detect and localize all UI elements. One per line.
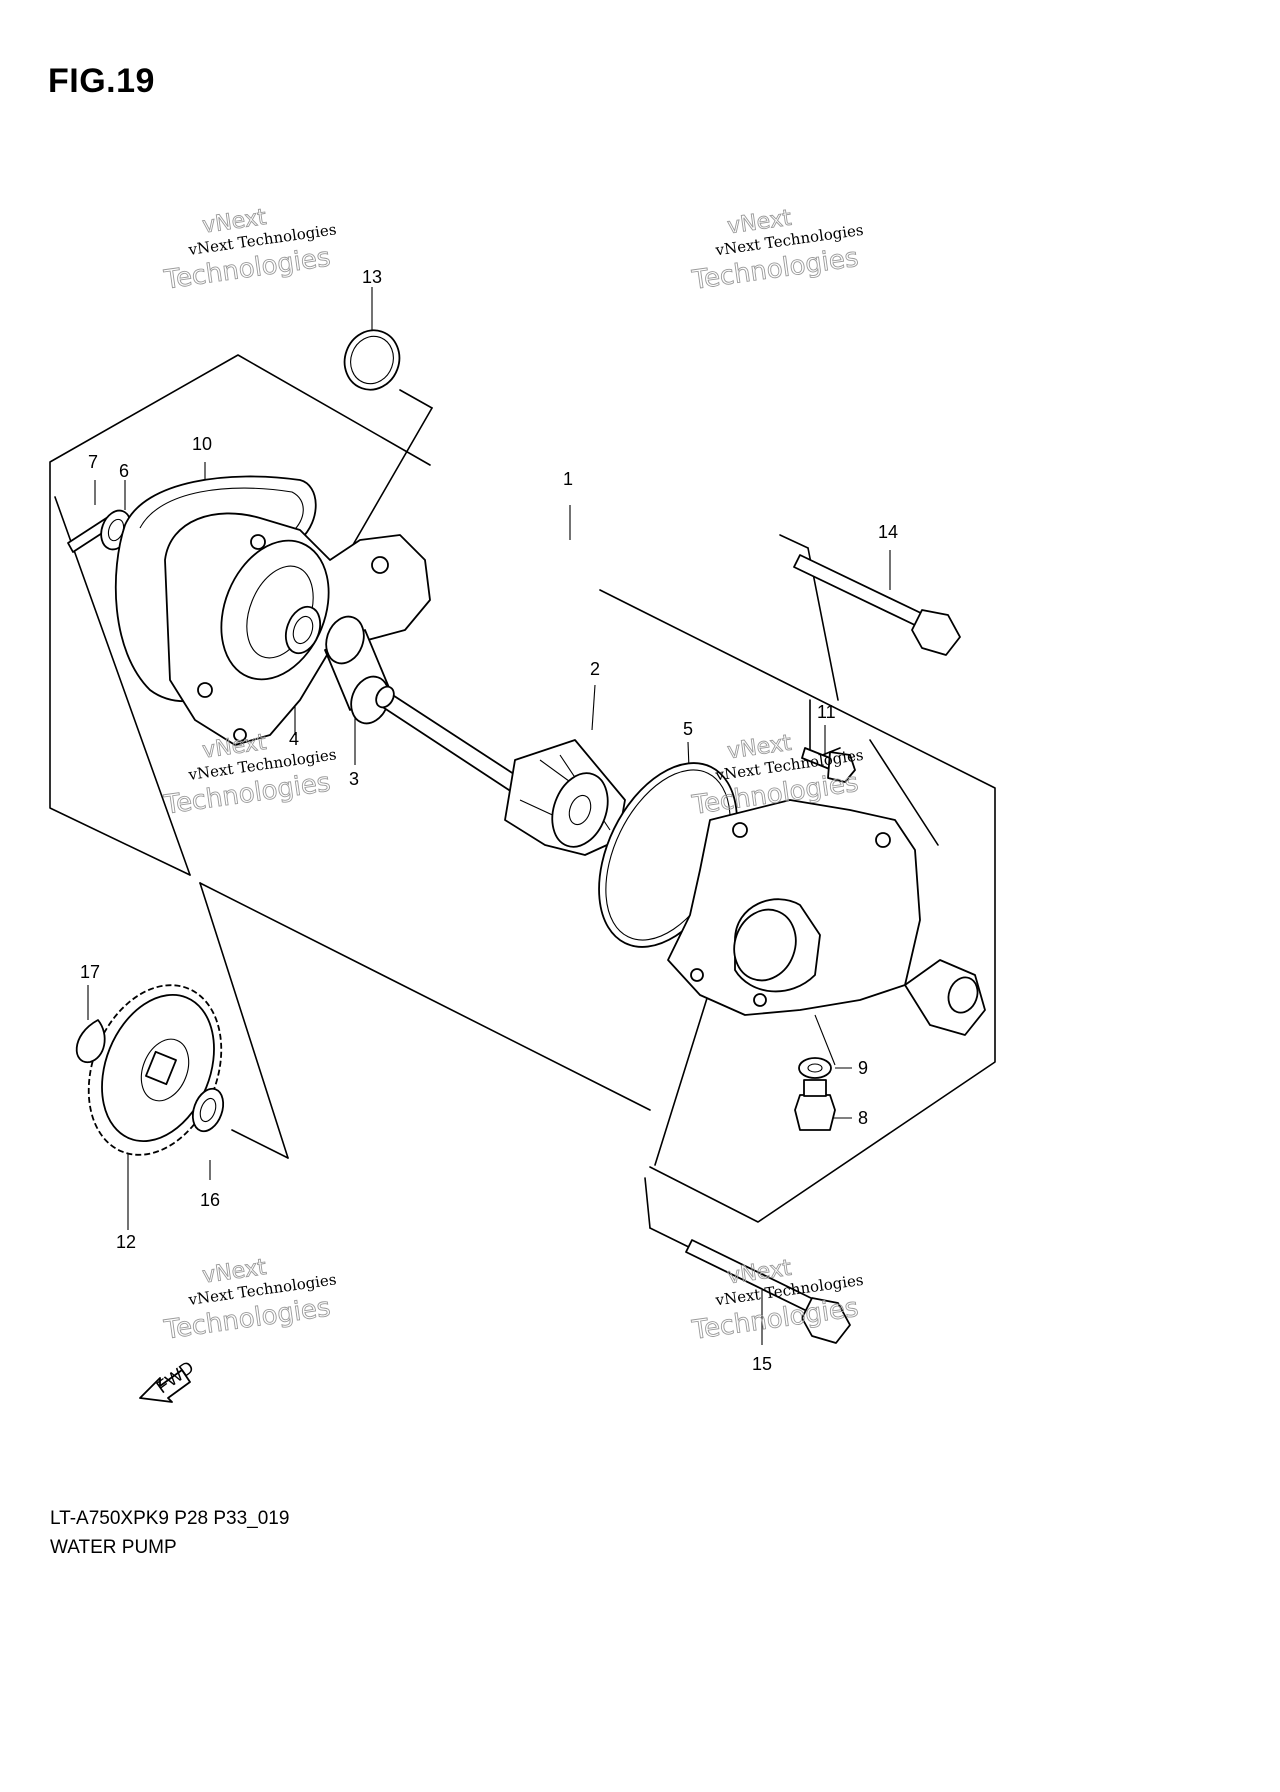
callouts: 13 10 7 6 1 14 2 5 11 4 3 17 9 8 16 12 1…	[80, 267, 898, 1374]
figure-code: LT-A750XPK9 P28 P33_019	[50, 1508, 290, 1529]
part-14-bolt	[793, 554, 961, 656]
watermark-top-right: vNext vNext Technologies Technologies	[689, 205, 864, 296]
part-11-bolt	[801, 747, 856, 783]
callout-9: 9	[858, 1058, 868, 1078]
callout-1: 1	[563, 469, 573, 489]
part-13-o-ring	[343, 329, 401, 391]
part-15-bolt	[685, 1239, 851, 1344]
callout-4: 4	[289, 729, 299, 749]
part-4-oil-seal	[284, 605, 322, 655]
callout-15: 15	[752, 1354, 772, 1374]
part-3-mechanical-seal	[324, 615, 391, 725]
callout-17: 17	[80, 962, 100, 982]
assembly-outline	[49, 354, 996, 1256]
callout-3: 3	[349, 769, 359, 789]
fwd-arrow-icon: FWD	[139, 1357, 198, 1403]
part-9-washer	[798, 1057, 832, 1079]
callout-13: 13	[362, 267, 382, 287]
callout-2: 2	[590, 659, 600, 679]
callout-6: 6	[119, 461, 129, 481]
callout-7: 7	[88, 452, 98, 472]
part-16-washer	[191, 1087, 225, 1133]
watermark-mid-left: vNext vNext Technologies Technologies	[161, 730, 337, 822]
watermark-top-left: vNext vNext Technologies Technologies	[161, 205, 337, 297]
callout-10: 10	[192, 434, 212, 454]
callout-16: 16	[200, 1190, 220, 1210]
part-17-circlip	[75, 1019, 106, 1063]
callout-11: 11	[817, 702, 836, 722]
watermark-bottom-left: vNext vNext Technologies Technologies	[161, 1255, 337, 1347]
callout-5: 5	[683, 719, 693, 739]
part-8-drain-bolt	[794, 1079, 836, 1131]
callout-14: 14	[878, 522, 898, 542]
callout-8: 8	[858, 1108, 868, 1128]
figure-title: FIG.19	[48, 62, 155, 100]
pump-cover	[667, 799, 986, 1036]
part-2-impeller-shaft	[375, 685, 626, 856]
part-12-drive-gear	[87, 984, 223, 1156]
figure-name: WATER PUMP	[50, 1537, 177, 1558]
callout-12: 12	[116, 1232, 136, 1252]
